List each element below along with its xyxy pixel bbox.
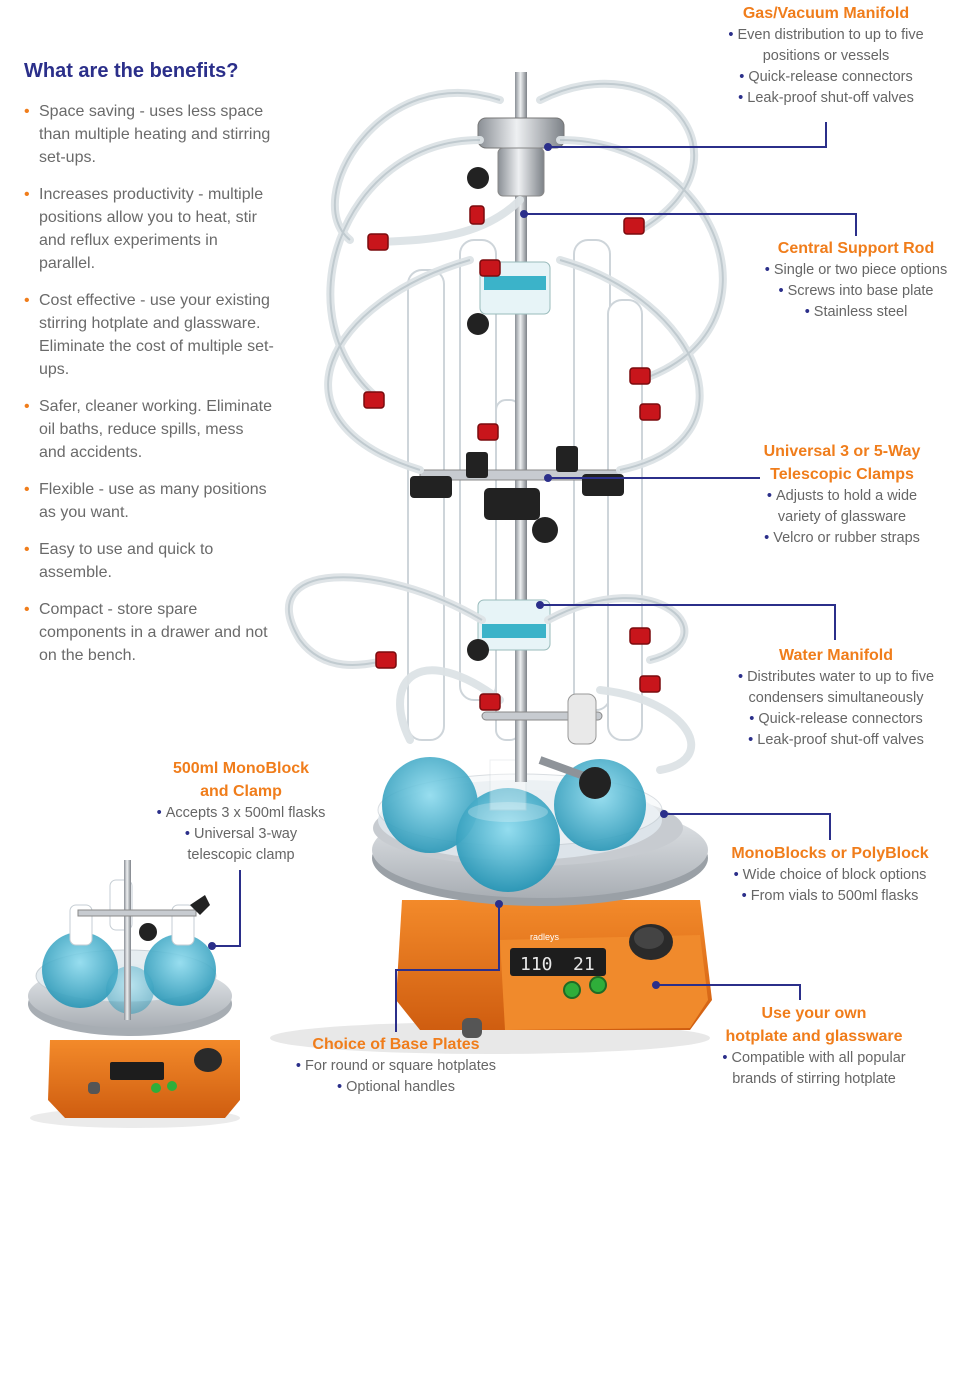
benefit-item: Space saving - uses less space than mult…	[24, 100, 274, 169]
callout-bullet: Single or two piece options	[752, 260, 960, 281]
callout-telescopic-clamps: Universal 3 or 5-Way Telescopic Clamps A…	[730, 440, 954, 549]
benefit-item: Flexible - use as many positions as you …	[24, 478, 274, 524]
callout-hotplate: Use your own hotplate and glassware Comp…	[698, 1002, 930, 1090]
callout-bullet: Compatible with all popular brands of st…	[698, 1048, 930, 1090]
callout-bullet: Optional handles	[276, 1077, 516, 1098]
callout-title: Central Support Rod	[777, 240, 935, 257]
benefit-item: Cost effective - use your existing stirr…	[24, 289, 274, 381]
hotplate-button-left[interactable]	[563, 981, 581, 999]
callout-bullet: Leak-proof shut-off valves	[696, 88, 956, 109]
callout-title: Use your own hotplate and glassware	[725, 1005, 903, 1045]
callout-title: 500ml MonoBlock and Clamp	[172, 760, 310, 800]
leader-lines	[208, 122, 857, 1032]
callout-bullet: Quick-release connectors	[696, 67, 956, 88]
lower-clamp	[481, 693, 611, 799]
benefit-item: Increases productivity - multiple positi…	[24, 183, 274, 275]
callout-water-manifold: Water Manifold Distributes water to up t…	[716, 644, 956, 751]
callout-bullet: Stainless steel	[752, 302, 960, 323]
callout-title: Choice of Base Plates	[312, 1036, 480, 1053]
benefits-title: What are the benefits?	[24, 60, 239, 82]
callout-title: Water Manifold	[778, 647, 894, 664]
callout-bullet: Velcro or rubber straps	[730, 528, 954, 549]
quick-release-connectors	[363, 205, 661, 711]
stirring-hotplate: 110 21 radleys	[270, 900, 712, 1054]
callout-bullet: Accepts 3 x 500ml flasks	[136, 803, 346, 824]
callout-bullet: Leak-proof shut-off valves	[716, 730, 956, 751]
callout-central-support-rod: Central Support Rod Single or two piece …	[752, 237, 960, 323]
hotplate-brand: radleys	[530, 932, 560, 942]
tubing-inner	[287, 82, 724, 666]
water-manifold-lower	[467, 599, 551, 661]
callout-bullet: For round or square hotplates	[276, 1056, 516, 1077]
callout-bullet: Screws into base plate	[752, 281, 960, 302]
callout-bullet: Wide choice of block options	[712, 865, 948, 886]
callout-gas-vacuum-manifold: Gas/Vacuum Manifold Even distribution to…	[696, 2, 956, 109]
callout-bullet: Quick-release connectors	[716, 709, 956, 730]
callout-bullet: Distributes water to up to five condense…	[716, 667, 956, 709]
callout-monoblock-500ml: 500ml MonoBlock and Clamp Accepts 3 x 50…	[136, 757, 346, 866]
flasks	[382, 757, 646, 892]
hotplate-button-right[interactable]	[589, 976, 607, 994]
callout-base-plates: Choice of Base Plates For round or squar…	[276, 1033, 516, 1098]
benefit-item: Safer, cleaner working. Eliminate oil ba…	[24, 395, 274, 464]
callout-title: Universal 3 or 5-Way Telescopic Clamps	[763, 443, 921, 483]
display-right: 21	[573, 954, 595, 975]
callout-bullet: Universal 3-way telescopic clamp	[136, 824, 346, 866]
callout-title: MonoBlocks or PolyBlock	[731, 845, 929, 862]
callout-monoblocks: MonoBlocks or PolyBlock Wide choice of b…	[712, 842, 948, 907]
main-reaction-station: 110 21 radleys	[270, 72, 727, 1054]
callout-bullet: Even distribution to up to five position…	[696, 25, 956, 67]
callout-bullet: From vials to 500ml flasks	[712, 886, 948, 907]
gas-vacuum-manifold	[467, 117, 565, 197]
callout-bullet: Adjusts to hold a wide variety of glassw…	[730, 486, 954, 528]
monoblock-500ml-unit	[28, 860, 240, 1128]
benefits-list: Space saving - uses less space than mult…	[24, 100, 274, 681]
callout-title: Gas/Vacuum Manifold	[742, 5, 910, 22]
clamp-knob[interactable]	[532, 517, 558, 543]
display-left: 110	[520, 954, 553, 975]
gas-valve-knob[interactable]	[467, 167, 489, 189]
hotplate-display	[510, 948, 606, 976]
benefit-item: Easy to use and quick to assemble.	[24, 538, 274, 584]
benefit-item: Compact - store spare components in a dr…	[24, 598, 274, 667]
telescopic-clamp	[410, 446, 624, 543]
